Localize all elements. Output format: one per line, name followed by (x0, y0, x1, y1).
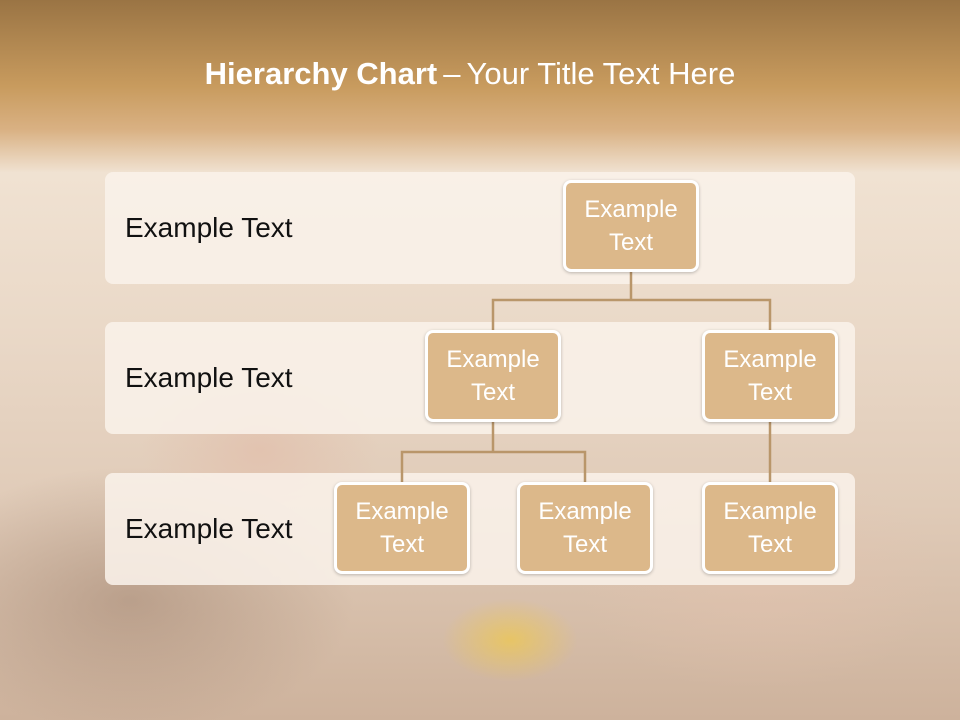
connector-root-to-level2 (491, 272, 772, 330)
level-band-1: Example Text (105, 172, 855, 284)
node-level2-left[interactable]: Example Text (425, 330, 561, 422)
title-separator: – (443, 56, 461, 91)
node-level3-c[interactable]: Example Text (702, 482, 838, 574)
node-root[interactable]: Example Text (563, 180, 699, 272)
title-rest: Your Title Text Here (466, 56, 736, 91)
level-label-2: Example Text (125, 362, 293, 393)
connector-left-to-level3 (400, 422, 587, 482)
title-bold: Hierarchy Chart (204, 56, 438, 91)
node-level2-right[interactable]: Example Text (702, 330, 838, 422)
level-label-3: Example Text (125, 513, 293, 544)
node-level3-b[interactable]: Example Text (517, 482, 653, 574)
level-label-1: Example Text (125, 212, 293, 243)
slide-title: Hierarchy Chart–Your Title Text Here (0, 56, 940, 92)
node-level3-a[interactable]: Example Text (334, 482, 470, 574)
